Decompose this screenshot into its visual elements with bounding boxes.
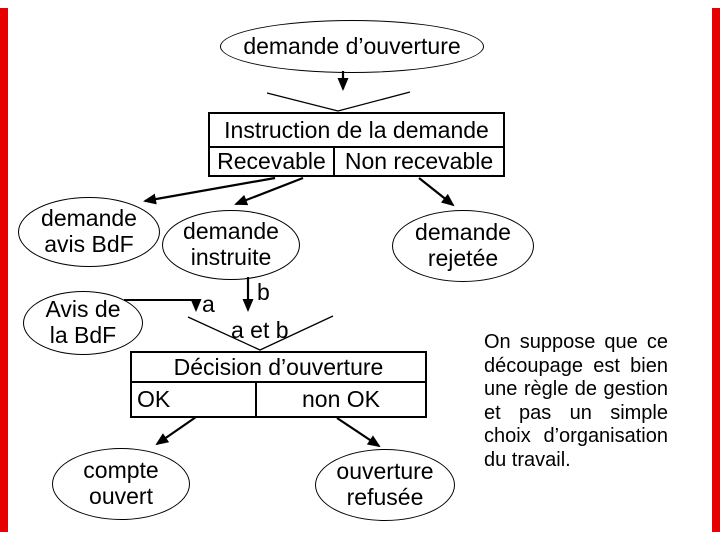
node-compte-ouvert: compte ouvert: [52, 448, 190, 520]
table-decision: Décision d’ouverture OK non OK: [130, 351, 427, 418]
node-demande-rejetee: demande rejetée: [392, 210, 534, 282]
arrow-recevable-to-avis-bdf: [143, 176, 276, 205]
table-decision-header: Décision d’ouverture: [132, 353, 425, 383]
table-instruction: Instruction de la demande Recevable Non …: [208, 112, 505, 177]
node-demande-avis-bdf: demande avis BdF: [18, 197, 160, 267]
node-label: rejetée: [427, 245, 499, 271]
node-avis-bdf: Avis de la BdF: [23, 291, 143, 355]
node-label: instruite: [190, 244, 272, 270]
node-ouverture-refusee: ouverture refusée: [315, 449, 455, 521]
note-line: une règle de gestion: [484, 378, 668, 401]
node-label: demande: [183, 218, 279, 245]
note-line: choix d’organisation: [484, 425, 668, 448]
cell-recevable: Recevable: [210, 148, 335, 175]
cell-non-ok: non OK: [302, 386, 380, 412]
note-line: On suppose que ce: [484, 331, 668, 353]
node-label: compte: [83, 457, 159, 484]
cell-non-recevable: Non recevable: [344, 148, 494, 174]
left-accent-bar: [0, 8, 8, 532]
node-demande-instruite: demande instruite: [162, 210, 300, 280]
note-line: du travail.: [484, 448, 571, 471]
node-label: refusée: [346, 484, 424, 510]
node-label: avis BdF: [44, 231, 134, 257]
edge-label-a-et-b: a et b: [231, 317, 289, 343]
node-label: demande d’ouverture: [243, 32, 461, 59]
edge-label-a: a: [202, 291, 215, 317]
table-instruction-header: Instruction de la demande: [210, 114, 503, 148]
note-line: découpage est bien: [484, 354, 668, 377]
arrow-ok-to-compte-ouvert: [155, 416, 197, 446]
arrow-non-ok-to-refusee: [336, 417, 381, 448]
arrow-recevable-to-instruite: [234, 176, 304, 206]
arrow-non-recevable-to-rejetee: [418, 177, 455, 207]
node-label: demande: [41, 205, 137, 232]
chevron-instruction-icon: [266, 91, 411, 112]
node-label: ouverture: [336, 458, 434, 485]
node-label: demande: [415, 219, 511, 246]
node-label: Avis de: [45, 296, 121, 323]
node-label: la BdF: [49, 322, 117, 348]
cell-ok: OK: [132, 383, 257, 416]
edge-label-b: b: [257, 279, 270, 305]
side-note: On suppose que ce découpage est bien une…: [484, 331, 668, 473]
note-line: et pas un simple: [484, 401, 668, 424]
node-label: ouvert: [89, 483, 153, 509]
right-accent-bar: [712, 8, 720, 532]
node-demande-ouverture: demande d’ouverture: [220, 20, 484, 73]
